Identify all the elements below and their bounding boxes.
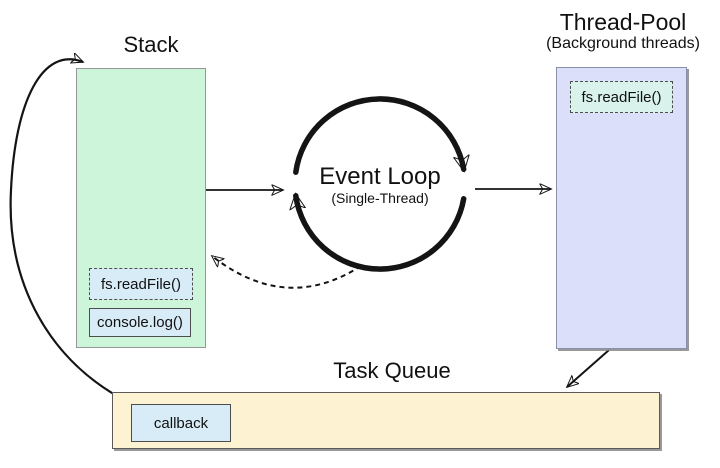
thread-pool-item-fs-readfile: fs.readFile() <box>570 81 673 113</box>
thread-pool-sublabel: (Background threads) <box>546 35 700 52</box>
stack-item-fs-readfile: fs.readFile() <box>89 268 193 300</box>
task-queue-label: Task Queue <box>333 358 451 383</box>
event-loop-title: Event Loop (Single-Thread) <box>290 163 470 206</box>
event-loop-circle-bottom-arc <box>296 196 467 272</box>
stack-label: Stack <box>123 32 179 57</box>
thread-pool-label: Thread-Pool <box>559 9 687 35</box>
event-loop-sublabel: (Single-Thread) <box>331 190 429 206</box>
task-queue-item-callback: callback <box>131 404 231 442</box>
task-queue-container: callback <box>112 392 660 449</box>
arrow-event-loop-to-stack <box>212 256 362 289</box>
arrow-callback-to-stack <box>9 59 129 403</box>
event-loop-circle-top-arc <box>293 96 464 175</box>
stack-container: fs.readFile() console.log() <box>76 68 206 348</box>
thread-pool-title: Thread-Pool (Background threads) <box>518 10 720 53</box>
thread-pool-container: fs.readFile() <box>556 67 687 349</box>
stack-item-console-log: console.log() <box>89 308 191 337</box>
arrow-thread-pool-to-task-queue <box>567 349 610 387</box>
event-loop-label: Event Loop <box>319 163 441 190</box>
